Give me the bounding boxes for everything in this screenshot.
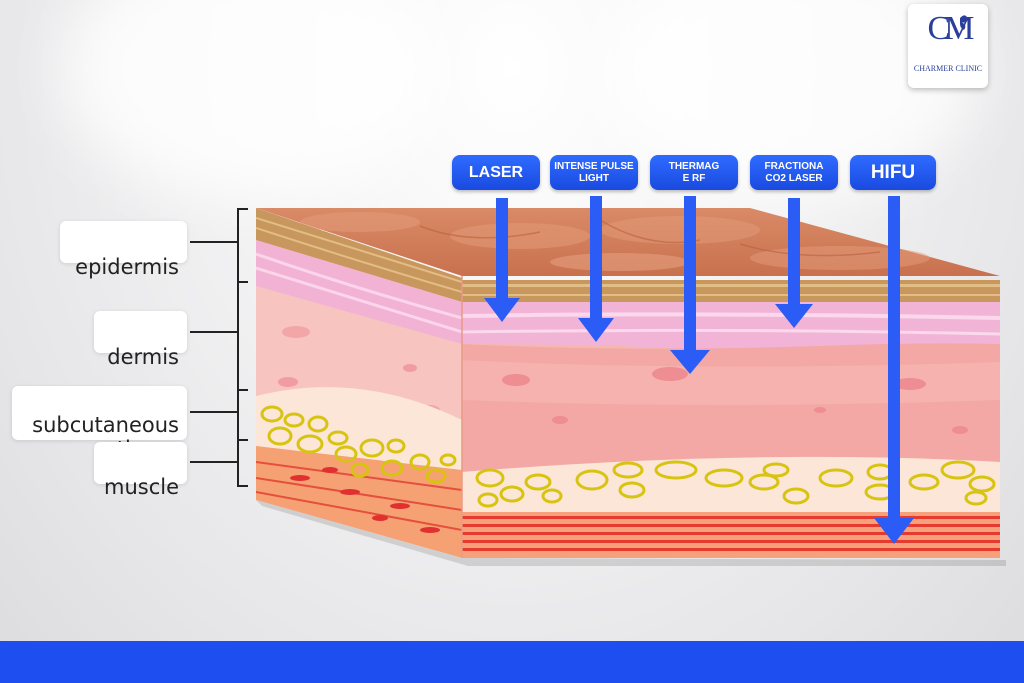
- clinic-logo: CM CHARMER CLINIC: [908, 4, 988, 88]
- method-hifu-label: HIFU: [870, 161, 916, 183]
- label-epidermis: epidermis: [60, 221, 187, 279]
- layer-bracket: [190, 208, 248, 487]
- fractional-arrow: [775, 198, 813, 328]
- light-spot-left: [60, 0, 440, 200]
- method-ipl-label: INTENSE PULSE LIGHT: [554, 160, 634, 184]
- butterfly-icon: [960, 15, 968, 30]
- label-muscle-text: muscle: [103, 475, 179, 499]
- logo-name: CHARMER CLINIC: [913, 64, 983, 73]
- bottom-accent-bar: [0, 641, 1024, 683]
- label-epidermis-text: epidermis: [75, 255, 179, 279]
- thermage-arrow: [670, 196, 710, 374]
- laser-arrow: [484, 198, 520, 322]
- method-laser: LASER: [452, 155, 540, 190]
- label-subcutaneous: subcutaneous tissue: [12, 386, 187, 461]
- hifu-arrow: [874, 196, 914, 544]
- method-thermage-rf: THERMAG E RF: [650, 155, 738, 190]
- logo-monogram: CM: [927, 10, 975, 47]
- method-fractional-label: FRACTIONA CO2 LASER: [764, 160, 824, 184]
- method-thermage-label: THERMAG E RF: [668, 160, 720, 184]
- side-fat-cells: [260, 405, 457, 484]
- label-dermis-text: dermis: [107, 345, 179, 369]
- ipl-arrow: [578, 196, 614, 342]
- penetration-arrows: [484, 196, 914, 544]
- method-laser-label: LASER: [468, 163, 524, 181]
- skin-front-face: [462, 280, 1000, 558]
- method-intense-pulse-light: INTENSE PULSE LIGHT: [550, 155, 638, 190]
- label-dermis: dermis: [94, 311, 187, 369]
- method-fractional-co2-laser: FRACTIONA CO2 LASER: [750, 155, 838, 190]
- method-hifu: HIFU: [850, 155, 936, 190]
- label-muscle: muscle: [94, 442, 187, 499]
